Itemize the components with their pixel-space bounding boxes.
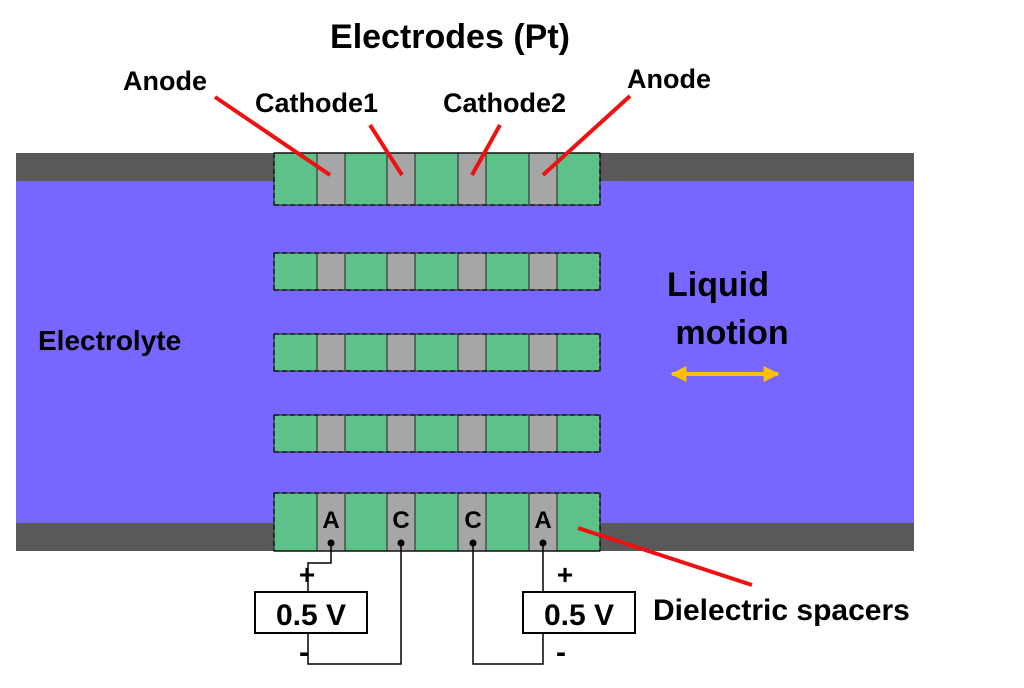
dielectric-spacer	[344, 333, 388, 372]
label-electrolyte: Electrolyte	[38, 325, 181, 356]
pt-electrode	[457, 252, 487, 291]
electrode-row	[273, 414, 601, 453]
dielectric-spacer	[485, 492, 530, 552]
electrode-row	[273, 492, 601, 552]
dielectric-spacer	[414, 152, 459, 206]
label-cathode2: Cathode2	[443, 88, 566, 118]
polarity-minus-left: -	[299, 636, 309, 669]
pt-electrode	[316, 252, 346, 291]
terminal-label-c-left: C	[392, 507, 409, 534]
label-anode-left: Anode	[123, 66, 207, 96]
terminal-label-a-left: A	[322, 507, 339, 534]
pt-electrode	[528, 252, 558, 291]
electrode-stack	[273, 152, 601, 552]
label-cathode1: Cathode1	[255, 88, 378, 118]
dielectric-spacer	[344, 152, 388, 206]
polarity-plus-right: +	[557, 559, 573, 590]
dielectric-spacer	[556, 152, 601, 206]
terminal-label-a-right: A	[534, 507, 551, 534]
dielectric-spacer	[485, 252, 530, 291]
dielectric-spacer	[273, 414, 318, 453]
dielectric-spacer	[273, 492, 318, 552]
dielectric-spacer	[556, 252, 601, 291]
pt-electrode	[457, 333, 487, 372]
label-dielectric-spacers: Dielectric spacers	[653, 594, 910, 627]
pt-electrode	[386, 333, 416, 372]
channel-wall-top-left	[16, 153, 274, 181]
pointer-dielectric-spacers	[577, 526, 753, 587]
dielectric-spacer	[485, 152, 530, 206]
wire-left-plus	[307, 543, 332, 592]
dielectric-spacer	[344, 414, 388, 453]
pointer-anode-right	[541, 94, 632, 177]
pt-electrode	[316, 333, 346, 372]
dielectric-spacer	[556, 414, 601, 453]
channel-wall-top-right	[600, 153, 914, 181]
electrode-row	[273, 252, 601, 291]
label-anode-right: Anode	[627, 64, 711, 94]
voltage-source-left-label: 0.5 V	[276, 599, 346, 632]
label-liquid: Liquid	[667, 266, 769, 304]
dielectric-spacer	[414, 252, 459, 291]
electrode-row	[273, 152, 601, 206]
pointer-cathode2	[470, 124, 502, 176]
dielectric-spacer	[273, 252, 318, 291]
pt-electrode	[386, 492, 416, 552]
dielectric-spacer	[485, 333, 530, 372]
dielectric-spacer	[273, 333, 318, 372]
dielectric-spacer	[344, 492, 388, 552]
electrode-row	[273, 333, 601, 372]
pt-electrode	[528, 414, 558, 453]
diagram-title: Electrodes (Pt)	[330, 18, 570, 56]
polarity-minus-right: -	[556, 636, 566, 669]
voltage-source-left	[254, 591, 368, 634]
dielectric-spacer	[485, 414, 530, 453]
dielectric-spacer	[414, 492, 459, 552]
voltage-source-right	[522, 591, 636, 634]
pointer-anode-left	[213, 95, 332, 177]
dielectric-spacer	[556, 492, 601, 552]
pt-electrode	[386, 414, 416, 453]
pt-electrode	[528, 152, 558, 206]
pt-electrode	[386, 252, 416, 291]
dielectric-spacer	[414, 414, 459, 453]
dielectric-spacer	[556, 333, 601, 372]
pt-electrode	[528, 333, 558, 372]
dielectric-spacer	[344, 252, 388, 291]
channel-wall-bottom-right	[600, 523, 914, 551]
pt-electrode	[316, 152, 346, 206]
terminal-label-c-right: C	[464, 507, 481, 534]
wire-right-minus	[472, 543, 544, 665]
pt-electrode	[316, 414, 346, 453]
polarity-plus-left: +	[299, 559, 315, 590]
label-motion: motion	[675, 314, 788, 352]
channel-wall-bottom-left	[16, 523, 274, 551]
voltage-source-right-label: 0.5 V	[544, 599, 614, 632]
dielectric-spacer	[414, 333, 459, 372]
pt-electrode	[457, 414, 487, 453]
wire-left-minus	[307, 543, 402, 665]
pointer-cathode1	[368, 123, 404, 177]
